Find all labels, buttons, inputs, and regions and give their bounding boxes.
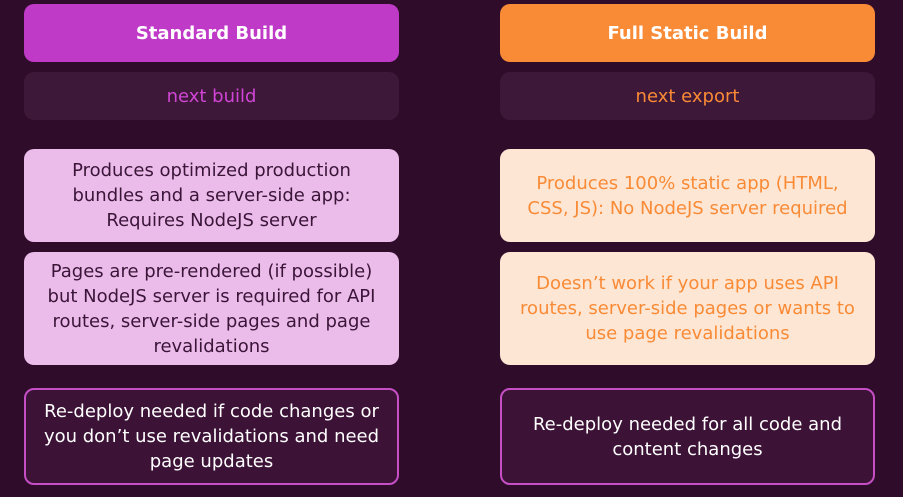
full-static-build-description-static-app: Produces 100% static app (HTML, CSS, JS)…	[500, 149, 875, 242]
full-static-build-command: next export	[500, 72, 875, 120]
standard-build-description-prerender: Pages are pre-rendered (if possible) but…	[24, 252, 399, 365]
full-static-build-redeploy-note: Re-deploy needed for all code and conten…	[500, 388, 875, 485]
full-static-build-description-limitations: Doesn’t work if your app uses API routes…	[500, 252, 875, 365]
standard-build-command: next build	[24, 72, 399, 120]
standard-build-description-bundles: Produces optimized production bundles an…	[24, 149, 399, 242]
standard-build-redeploy-note: Re-deploy needed if code changes or you …	[24, 388, 399, 485]
full-static-build-header: Full Static Build	[500, 4, 875, 62]
standard-build-header: Standard Build	[24, 4, 399, 62]
